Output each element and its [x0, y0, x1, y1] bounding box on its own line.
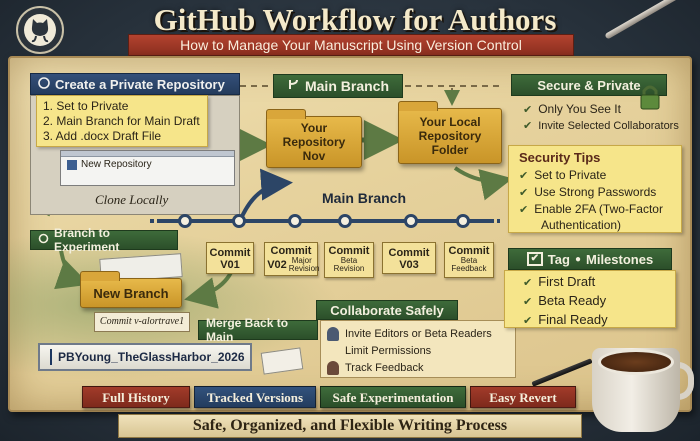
commit-node[interactable]	[232, 214, 246, 228]
github-octocat-icon	[16, 6, 64, 54]
merge-back-label: Merge Back to Main	[198, 316, 318, 344]
milestone-item: First Draft	[523, 273, 665, 292]
coffee-mug-icon	[672, 362, 694, 400]
commit-box[interactable]: Commit V03	[382, 242, 436, 274]
repo-icon	[38, 76, 50, 92]
footer-tagline: Safe, Organized, and Flexible Writing Pr…	[118, 414, 582, 438]
security-tip: Set to Private	[519, 167, 671, 184]
secure-private-label: Secure & Private	[511, 74, 667, 96]
clone-locally-text: Clone Locally	[95, 192, 169, 207]
timeline-label: Main Branch	[322, 190, 407, 206]
create-repo-title: Create a Private Repository	[55, 76, 225, 92]
benefit-safe-experimentation: Safe Experimentation	[320, 386, 466, 408]
repo-step-3: 3. Add .docx Draft File	[43, 129, 162, 143]
benefit-full-history: Full History	[82, 386, 190, 408]
security-tip: Enable 2FA (Two-Factor	[519, 201, 671, 218]
repository-folder[interactable]: Your Repository Nov	[266, 109, 362, 168]
security-tips-note: Security Tips Set to Private Use Strong …	[508, 145, 682, 233]
secure-private-title: Secure & Private	[537, 77, 641, 93]
commit-node[interactable]	[338, 214, 352, 228]
benefit-easy-revert: Easy Revert	[470, 386, 576, 408]
branch-icon	[287, 78, 300, 94]
collaborate-item: Track Feedback	[345, 361, 424, 374]
security-tip: Use Strong Passwords	[519, 184, 671, 201]
commit-node[interactable]	[178, 214, 192, 228]
new-repo-window: New Repository	[60, 150, 235, 186]
document-icon	[67, 159, 77, 170]
commit-box[interactable]: Commit V02 Major Revision	[264, 242, 319, 276]
page-title: GitHub Workflow for Authors	[153, 2, 557, 37]
repo-step-1: 1. Set to Private	[43, 99, 129, 113]
create-repo-label: Create a Private Repository	[30, 73, 240, 95]
milestones-note: First Draft Beta Ready Final Ready	[504, 270, 676, 328]
new-repo-text: New Repository	[81, 159, 152, 170]
coffee-mug-icon	[598, 349, 674, 375]
security-tip-continued: Authentication)	[541, 218, 622, 232]
milestones-title: Milestones	[586, 251, 654, 267]
commit-box[interactable]: Commit Beta Revision	[324, 242, 374, 278]
new-branch-folder[interactable]: New Branch	[80, 271, 182, 308]
repo-step-2: 2. Main Branch for Main Draft	[43, 114, 200, 128]
subtitle-banner: How to Manage Your Manuscript Using Vers…	[128, 34, 574, 56]
commit-node[interactable]	[456, 214, 470, 228]
branch-experiment-label: Branch to Experiment	[30, 226, 178, 254]
tag-icon: ●	[574, 253, 581, 265]
commit-box[interactable]: Commit V01	[206, 242, 254, 274]
branch-icon	[38, 233, 49, 247]
person-icon	[327, 360, 339, 375]
secure-item: Only You See It	[523, 101, 683, 118]
manuscript-file[interactable]: PBYoung_TheGlassHarbor_2026	[38, 343, 252, 371]
milestones-tag-text: Tag	[547, 251, 570, 267]
main-branch-label-text: Main Branch	[304, 78, 389, 94]
local-repository-folder[interactable]: Your Local Repository Folder	[398, 101, 502, 164]
milestones-label: ✔ Tag ● Milestones	[508, 248, 672, 270]
benefit-tracked-versions: Tracked Versions	[194, 386, 316, 408]
commit-box[interactable]: Commit Beta Feedback	[444, 242, 494, 278]
branch-experiment-title: Branch to Experiment	[54, 226, 120, 254]
secure-list: Only You See It Invite Selected Collabor…	[523, 101, 683, 134]
repo-steps-note: 1. Set to Private 2. Main Branch for Mai…	[36, 95, 208, 147]
security-tips-title: Security Tips	[519, 150, 601, 165]
document-icon	[50, 349, 52, 365]
main-branch-label: Main Branch	[273, 74, 403, 98]
commit-node[interactable]	[288, 214, 302, 228]
milestone-item: Final Ready	[523, 311, 665, 330]
collaborate-label: Collaborate Safely	[316, 300, 458, 320]
manuscript-file-name: PBYoung_TheGlassHarbor_2026	[58, 350, 245, 364]
collaborate-panel: Invite Editors or Beta Readers Limit Per…	[320, 320, 516, 378]
branch-commit-note: Commit v-alortrave1	[94, 312, 190, 332]
check-icon: ✔	[526, 252, 543, 266]
collaborate-item: Limit Permissions	[345, 344, 432, 357]
secure-item: Invite Selected Collaborators	[523, 118, 683, 134]
milestone-item: Beta Ready	[523, 292, 665, 311]
person-icon	[327, 326, 339, 341]
commit-node[interactable]	[404, 214, 418, 228]
collaborate-item: Invite Editors or Beta Readers	[345, 327, 492, 340]
